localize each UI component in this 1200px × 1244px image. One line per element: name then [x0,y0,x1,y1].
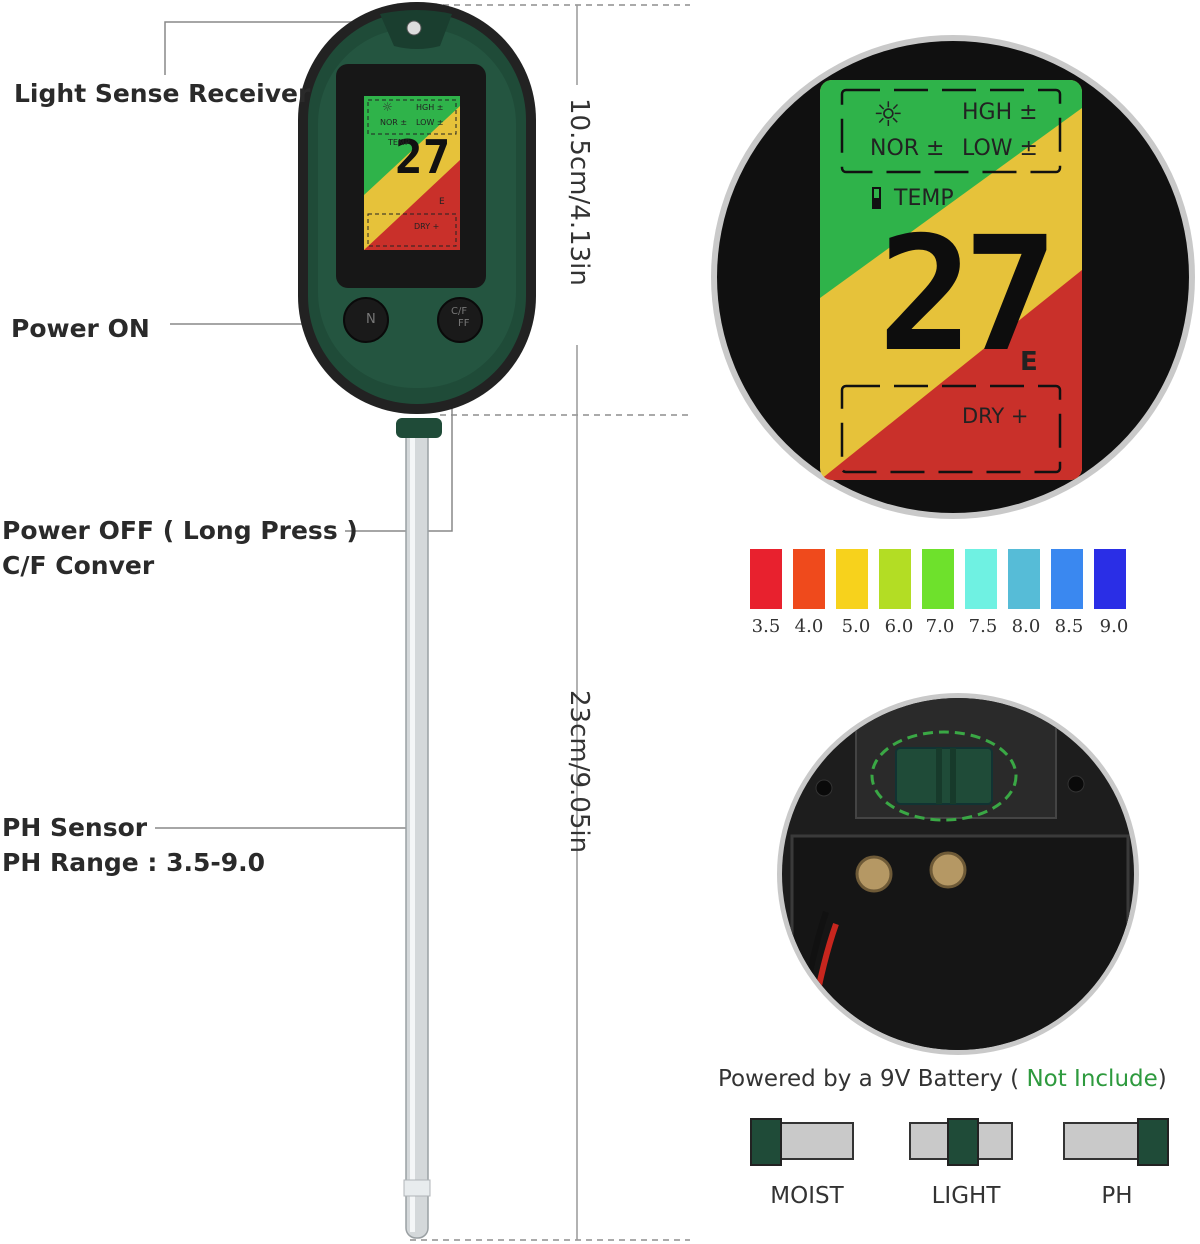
power-on-label: Power ON [11,314,150,343]
ph-value-label: 7.5 [968,616,998,637]
device-screen [364,96,460,250]
light-sense-label: Light Sense Receiver [14,79,311,108]
mode-label-moist: MOIST [770,1183,844,1209]
power-off-cf-button[interactable] [437,297,483,343]
mini-sun-icon: ☼ [382,100,393,114]
head-dimension-label: 10.5cm/4.13in [564,98,594,286]
power-off-label: Power OFF ( Long Press ) [2,516,358,545]
lcd-sun-icon: ☼ [873,95,904,135]
ph-swatch [836,549,868,609]
cf-convert-label: C/F Conver [2,551,155,580]
power-on-button[interactable] [343,297,389,343]
battery-note: Powered by a 9V Battery ( Not Include) [718,1066,1167,1092]
mini-lcd-temp: TEMP [388,138,410,147]
ph-swatch [1051,549,1083,609]
battery-terminal [929,851,967,889]
lcd-dry-label: DRY + [962,404,1029,428]
mini-lcd-nor: NOR ± [380,118,408,127]
battery-terminal [855,855,893,893]
mode-switch-light [909,1118,1013,1166]
lcd-nor-label: NOR ± [870,136,945,161]
callout-line-light [164,21,410,75]
ph-value-label: 3.5 [751,616,781,637]
battery-compartment-closeup [777,693,1139,1055]
mode-switch [895,747,993,805]
lcd-low-label: LOW ± [962,136,1038,161]
lcd-hgh-label: HGH ± [962,100,1038,125]
device-screen-value: 27 [395,130,450,184]
battery-note-close: ) [1157,1066,1167,1092]
mode-label-light: LIGHT [931,1183,1001,1209]
ph-value-label: 7.0 [925,616,955,637]
ph-value-label: 6.0 [884,616,914,637]
ph-value-label: 5.0 [841,616,871,637]
switch-knob [750,1118,782,1166]
mode-switch-moist [750,1118,854,1166]
ph-value-label: 8.0 [1011,616,1041,637]
mode-switch-ph [1063,1118,1169,1166]
lcd-closeup [711,35,1195,519]
lcd-unit-label: E [1020,347,1038,377]
battery-note-text: Powered by a 9V Battery ( [718,1066,1020,1092]
ph-swatch [879,549,911,609]
metal-probe [405,427,429,1239]
power-on-button-label: N [366,312,376,327]
mini-lcd-hgh: HGH ± [416,103,444,112]
ph-swatch [750,549,782,609]
ph-value-label: 8.5 [1054,616,1084,637]
ph-swatch [922,549,954,609]
battery-note-highlight: Not Include [1026,1066,1158,1092]
probe-dimension-label: 23cm/9.05in [564,690,594,854]
ph-swatch [793,549,825,609]
switch-highlight-ring [870,730,1018,822]
cf-button-label-bottom: FF [458,318,470,329]
ph-value-label: 9.0 [1099,616,1129,637]
ph-swatch [965,549,997,609]
lcd-temperature-value: 27 [878,203,1058,387]
cf-button-label-top: C/F [451,306,468,317]
switch-knob [1137,1118,1169,1166]
ph-range-label: PH Range : 3.5-9.0 [2,848,266,877]
device-illustration: 27 [155,2,690,1241]
lcd-temp-label: TEMP [894,186,954,211]
mini-lcd-dry: DRY + [414,222,440,231]
ph-swatch [1008,549,1040,609]
ph-swatch [1094,549,1126,609]
switch-knob [947,1118,979,1166]
battery-icon [872,187,881,209]
mini-lcd-unit: E [439,197,445,207]
mode-label-ph: PH [1101,1183,1133,1209]
ph-value-label: 4.0 [794,616,824,637]
ph-sensor-label: PH Sensor [2,813,148,842]
mini-lcd-low: LOW ± [416,118,444,127]
